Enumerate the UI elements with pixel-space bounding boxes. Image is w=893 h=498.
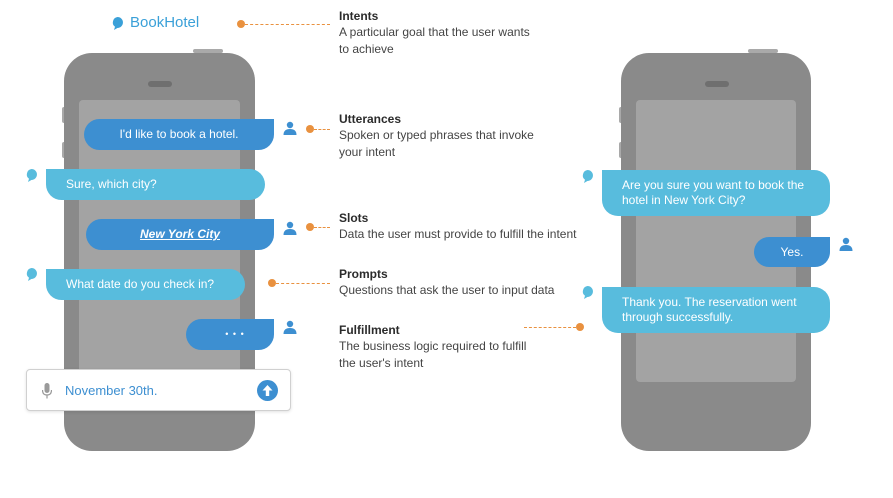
user-avatar-icon <box>283 221 297 235</box>
bot-chat-icon <box>582 170 593 183</box>
intents-connector-dot <box>237 20 245 28</box>
bot-date-prompt-bubble: What date do you check in? <box>46 269 245 300</box>
utterances-title: Utterances <box>339 112 402 126</box>
message-input-bar[interactable]: November 30th. <box>26 369 291 411</box>
fulfillment-title: Fulfillment <box>339 323 400 337</box>
fulfillment-connector-line <box>524 327 576 328</box>
bot-chat-icon <box>582 286 593 299</box>
send-arrow-icon[interactable] <box>257 380 278 401</box>
slots-description: Data the user must provide to fulfill th… <box>339 227 577 241</box>
bot-chat-icon <box>26 169 37 182</box>
user-yes-bubble: Yes. <box>754 237 830 267</box>
phone-speaker <box>148 81 172 87</box>
user-utterance-bubble: I'd like to book a hotel. <box>84 119 274 150</box>
intents-title: Intents <box>339 9 379 23</box>
bot-city-prompt-bubble: Sure, which city? <box>46 169 265 200</box>
typing-indicator-bubble: • • • <box>186 319 274 350</box>
prompts-description: Questions that ask the user to input dat… <box>339 283 555 297</box>
utterances-connector-dot <box>306 125 314 133</box>
prompts-title: Prompts <box>339 267 388 281</box>
slot-value-text: New York City <box>139 227 221 241</box>
prompts-connector-dot <box>268 279 276 287</box>
bot-done-bubble: Thank you. The reservation went through … <box>602 287 830 333</box>
intents-description: A particular goal that the user wants to… <box>339 25 530 56</box>
user-avatar-icon <box>839 237 853 251</box>
microphone-icon[interactable] <box>42 383 52 399</box>
fulfillment-description: The business logic required to fulfill t… <box>339 339 527 370</box>
message-input-text[interactable]: November 30th. <box>65 383 158 398</box>
phone-speaker <box>705 81 729 87</box>
slot-value-bubble: New York City <box>86 219 274 250</box>
phone-top-button <box>748 49 778 53</box>
intents-connector-line <box>245 24 330 25</box>
typing-dots: • • • <box>225 329 245 339</box>
prompts-connector-line <box>276 283 330 284</box>
fulfillment-connector-dot <box>576 323 584 331</box>
user-avatar-icon <box>283 320 297 334</box>
utterances-connector-line <box>314 129 330 130</box>
slots-connector-dot <box>306 223 314 231</box>
intent-name-label: BookHotel <box>130 14 200 31</box>
utterances-description: Spoken or typed phrases that invoke your… <box>339 128 534 159</box>
phone-top-button <box>193 49 223 53</box>
slots-title: Slots <box>339 211 369 225</box>
chat-bubble-icon <box>112 17 123 30</box>
user-avatar-icon <box>283 121 297 135</box>
slots-connector-line <box>314 227 330 228</box>
bot-confirm-bubble: Are you sure you want to book the hotel … <box>602 170 830 216</box>
bot-chat-icon <box>26 268 37 281</box>
